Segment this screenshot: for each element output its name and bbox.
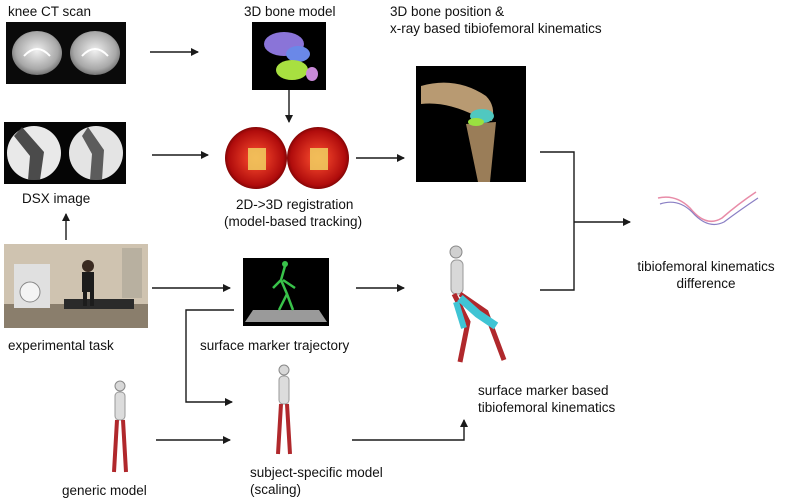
surface-marker-trajectory-image (243, 258, 329, 326)
kinematics-difference-label-line1: tibiofemoral kinematics (637, 259, 775, 274)
experimental-task-label: experimental task (8, 338, 114, 353)
kinematics-difference-label-line2: difference (676, 276, 736, 291)
registration-image (224, 126, 350, 190)
arrow-trajectory-to-scaling (185, 309, 234, 406)
bone-model-image (252, 22, 326, 90)
subject-specific-label-line2: (scaling) (250, 482, 302, 497)
ct-scan-label: knee CT scan (8, 4, 92, 19)
arrow-scaling-to-surface-kinematics (352, 419, 468, 441)
bone-position-label-line2: x-ray based tibiofemoral kinematics (390, 21, 602, 36)
registration-label-line1: 2D->3D registration (236, 197, 354, 212)
connector-xray-kinematics (540, 151, 575, 291)
surface-marker-model-image (438, 242, 518, 370)
subject-specific-label-line1: subject-specific model (250, 465, 383, 480)
kinematics-difference-plot (656, 188, 760, 236)
generic-model-label: generic model (62, 483, 147, 498)
dsx-image-label: DSX image (22, 191, 91, 206)
experimental-task-image (4, 244, 148, 328)
bone-model-label: 3D bone model (244, 4, 336, 19)
generic-model-image (106, 380, 134, 476)
surface-marker-based-label-line2: tibiofemoral kinematics (478, 400, 616, 415)
bone-position-image (416, 66, 526, 182)
bone-position-label-line1: 3D bone position & (390, 4, 505, 19)
surface-marker-based-label-line1: surface marker based (478, 383, 609, 398)
subject-specific-model-image (270, 364, 298, 458)
surface-marker-trajectory-label: surface marker trajectory (200, 338, 350, 353)
ct-scan-image (6, 22, 126, 84)
registration-label-line2: (model-based tracking) (224, 214, 363, 229)
dsx-image (4, 122, 126, 184)
